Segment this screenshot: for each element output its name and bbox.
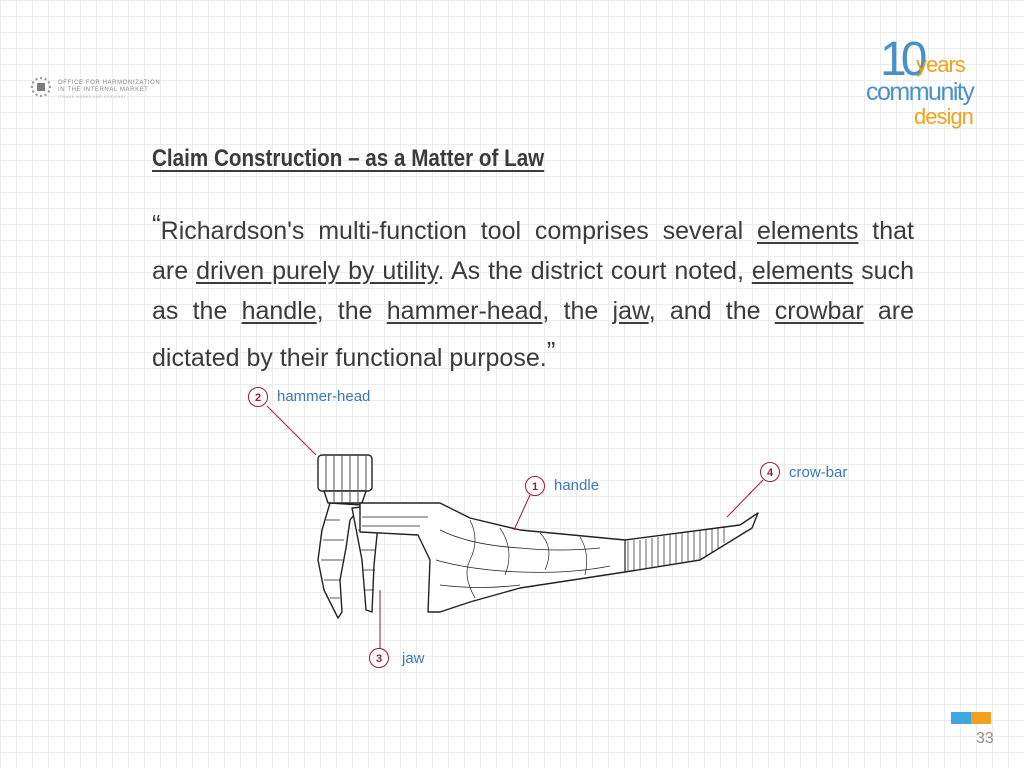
open-quote-mark: “ [152, 209, 161, 239]
quote-text-7: , and the [648, 297, 775, 325]
jaw-shape [317, 502, 383, 619]
ohim-logo-line-3: (TRADE MARKS AND DESIGNS) [58, 95, 126, 99]
quote-underlined-handle: handle [241, 297, 317, 325]
corner-accent-orange [971, 712, 991, 724]
quote-text-4: such as the [152, 257, 914, 325]
ten-years-community-design-logo: 10 years community design [862, 36, 992, 136]
callout-number-2: 2 [248, 387, 268, 407]
callout-number-4: 4 [760, 462, 780, 482]
quote-underlined-hammer-head: hammer-head [386, 297, 543, 325]
quote-text-2: that are [152, 217, 914, 285]
page-number: 33 [976, 730, 994, 747]
ohim-logo: OFFICE FOR HARMONIZATION IN THE INTERNAL… [30, 74, 190, 104]
logo-word-years: years [916, 52, 966, 77]
callout-leader-lines [266, 405, 764, 648]
logo-number-ten: 10 [880, 33, 927, 86]
eu-stars-emblem-icon [30, 76, 52, 98]
logo-word-community: community [866, 78, 975, 106]
quote-text-5: , the [316, 297, 387, 325]
ohim-logo-line-2: IN THE INTERNAL MARKET [58, 87, 149, 93]
quote-text-6: , the [542, 297, 613, 325]
ohim-logo-line-1: OFFICE FOR HARMONIZATION [58, 80, 161, 86]
corner-accent-blue [951, 712, 971, 724]
quote-text-8: are dictated by their functional purpose… [152, 297, 914, 372]
callout-number-3: 3 [369, 648, 389, 668]
slide-title: Claim Construction – as a Matter of Law [152, 145, 545, 172]
quote-underlined-driven-by-utility: driven purely by utility [196, 257, 438, 285]
quote-underlined-crowbar: crowbar [774, 297, 864, 325]
callout-label-crow-bar: crow-bar [789, 464, 848, 481]
handle-shape [359, 502, 759, 613]
close-quote-mark: ” [546, 336, 556, 366]
crowbar-shape [624, 526, 725, 572]
callout-label-hammer-head: hammer-head [277, 388, 371, 405]
quote-text-1: Richardson's multi-function tool compris… [160, 217, 757, 245]
callout-label-jaw: jaw [402, 650, 425, 667]
quote-text-3: . As the district court noted, [437, 257, 752, 285]
logo-word-design: design [914, 104, 974, 129]
quote-underlined-elements-2: elements [751, 257, 854, 285]
quote-underlined-elements: elements [757, 217, 859, 245]
hammer-head-shape [317, 454, 373, 504]
quote-underlined-jaw: jaw [612, 297, 649, 325]
callout-number-1: 1 [525, 476, 545, 496]
callout-label-handle: handle [554, 477, 600, 494]
quote-paragraph: “Richardson's multi-function tool compri… [152, 204, 914, 378]
